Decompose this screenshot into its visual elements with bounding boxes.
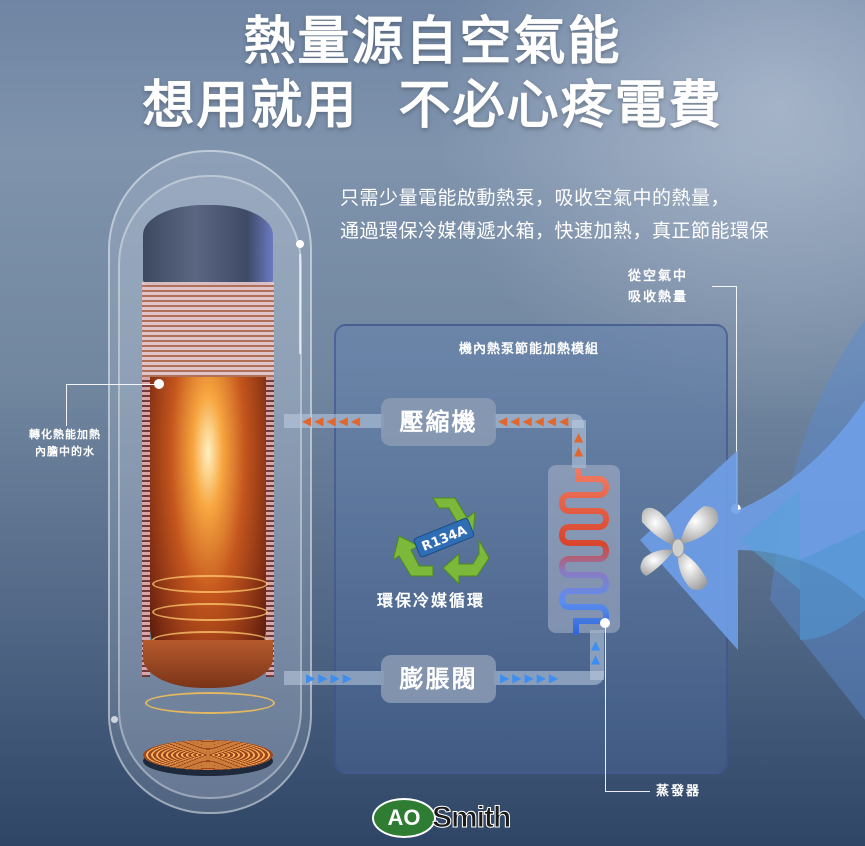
hot-pipe-right: [494, 414, 584, 428]
callout-evaporator: 蒸發器: [656, 784, 702, 799]
description-line-2: 通過環保冷媒傳遞水箱，快速加熱，真正節能環保: [340, 220, 770, 242]
hot-pipe-vertical: [572, 420, 586, 468]
headline-line-1: 熱量源自空氣能: [243, 11, 622, 72]
logo-ao: AO: [372, 798, 436, 838]
tank-top-cap: [143, 205, 273, 285]
tank-shell-dot: [296, 240, 304, 248]
cold-flow-arrows-right: ▶▶▶▶▶: [500, 671, 562, 685]
heating-plate: [143, 740, 273, 770]
recycle-icon: R134A: [393, 497, 490, 585]
cold-pipe-left: [284, 671, 384, 685]
callout-air-line-v: [736, 286, 737, 508]
cold-flow-arrows-left: ▶▶▶▶: [306, 671, 355, 685]
hot-flow-arrows-right: ◀◀◀◀◀◀: [498, 414, 572, 428]
callout-air-line-h: [712, 286, 736, 287]
aosmith-logo: AO Smith: [372, 798, 512, 838]
headline-line-2: 想用就用 不必心疼電費: [142, 75, 723, 136]
refrigerant-cycle-label: 環保冷媒循環: [376, 591, 485, 610]
callout-tank-line-h: [66, 384, 156, 385]
callout-tank-line-v: [66, 384, 67, 426]
tank-hot-water: [150, 377, 266, 677]
expansion-valve-box: 膨脹閥: [381, 655, 496, 703]
callout-tank-water-line2: 內膽中的水: [35, 445, 95, 458]
logo-smith: Smith: [431, 801, 511, 835]
tank-shell-highlight: [299, 254, 301, 354]
compressor-box: 壓縮機: [381, 398, 496, 446]
callout-air-absorb: 從空氣中 吸收熱量: [628, 266, 688, 308]
callout-air-absorb-line2: 吸收熱量: [628, 290, 689, 305]
callout-tank-dot: [154, 379, 164, 389]
callout-evaporator-line-h: [605, 791, 650, 792]
tank-side-coils-right: [266, 377, 274, 677]
heat-ring: [152, 575, 268, 593]
evaporator-serpentine-icon: [558, 468, 610, 635]
callout-tank-water-line1: 轉化熱能加熱: [29, 428, 101, 441]
heat-ring: [152, 603, 268, 621]
callout-tank-water: 轉化熱能加熱 內膽中的水: [10, 426, 120, 460]
tank-copper-coils: [142, 282, 274, 377]
cold-pipe-right: [494, 671, 604, 685]
hot-flow-arrows-left: ◀◀◀◀◀: [302, 414, 364, 428]
tank-shell-dot-bottom: [111, 716, 118, 723]
callout-evaporator-line-v: [605, 628, 606, 791]
hot-flow-arrow-up: ▲▲: [574, 430, 587, 458]
cold-pipe-vertical: [590, 630, 604, 680]
description-line-1: 只需少量電能啟動熱泵，吸收空氣中的熱量，: [340, 187, 731, 209]
description: 只需少量電能啟動熱泵，吸收空氣中的熱量， 通過環保冷媒傳遞水箱，快速加熱，真正節…: [340, 182, 769, 248]
fan-icon: [640, 506, 719, 590]
callout-evaporator-dot: [600, 618, 610, 628]
tank-base: [143, 640, 273, 688]
hot-pipe-left: [284, 414, 384, 428]
callout-air-absorb-line1: 從空氣中: [628, 269, 689, 284]
cold-flow-arrow-up: ▲▲: [591, 638, 604, 666]
tank-side-coils-left: [142, 377, 150, 677]
module-title: 機內熱泵節能加熱模組: [458, 342, 599, 357]
heat-ring-bottom: [145, 692, 275, 714]
